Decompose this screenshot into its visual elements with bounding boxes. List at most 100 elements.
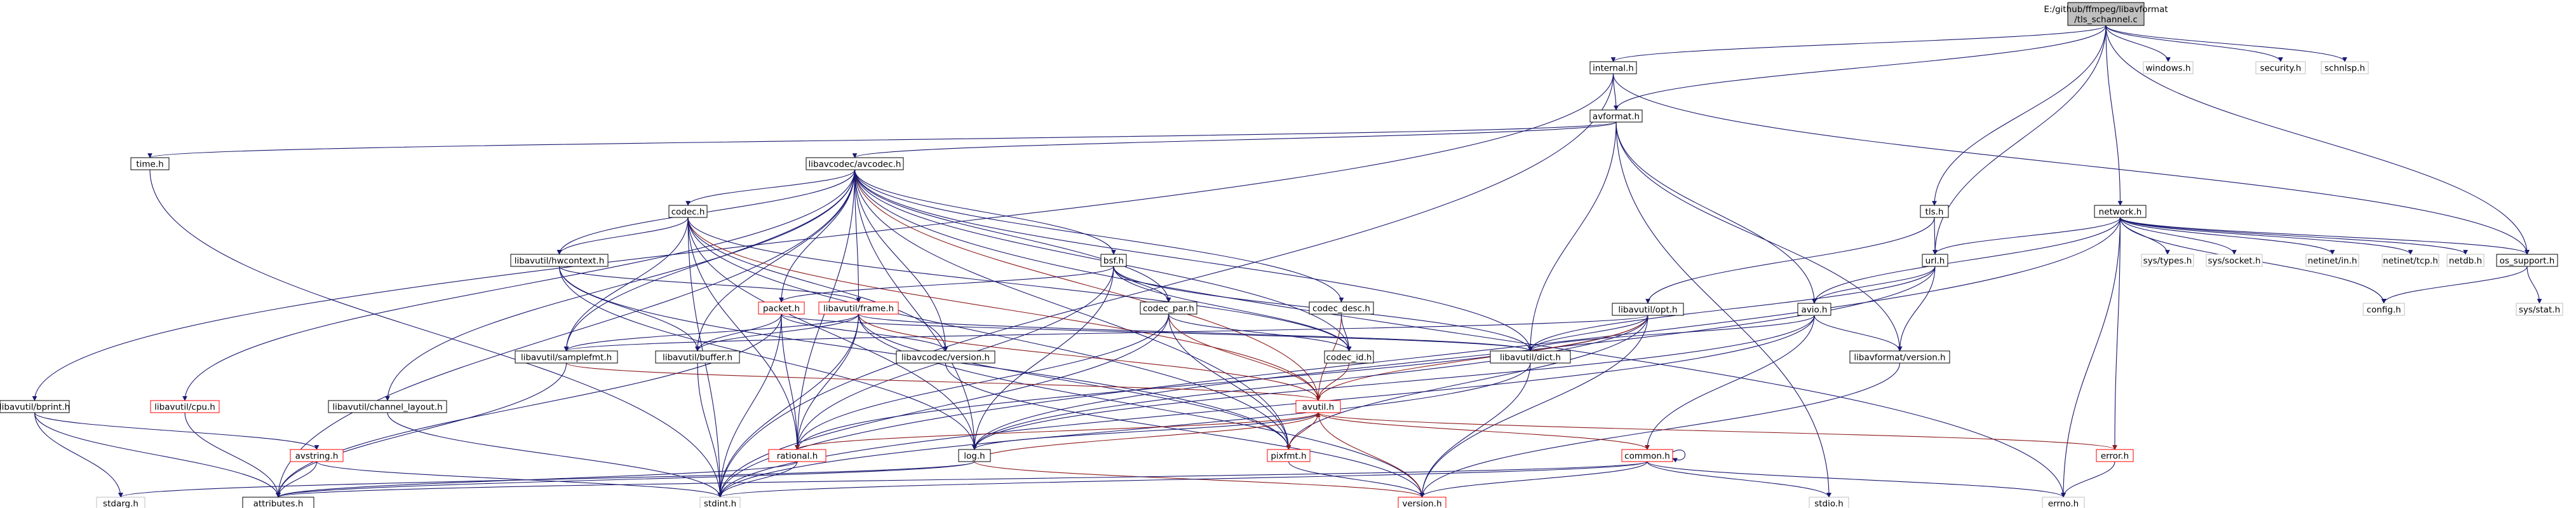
edge-root-to-internal_h	[1610, 25, 2107, 62]
node-sys-socket-h: sys/socket.h	[2206, 254, 2263, 267]
node-label: sys/socket.h	[2208, 256, 2260, 266]
node-bsf-h[interactable]: bsf.h	[1100, 254, 1127, 267]
node-buffer-h[interactable]: libavutil/buffer.h	[655, 350, 740, 364]
node-codec-h[interactable]: codec.h	[668, 205, 708, 218]
edge-samplefmt_h-to-attributes_h	[276, 362, 567, 498]
node-label: config.h	[2366, 305, 2401, 315]
edge-log_h-to-attributes_h	[276, 461, 975, 498]
edge-network_h-to-error_h	[2112, 217, 2121, 450]
edge-opt_h-to-dict_h	[1528, 315, 1649, 352]
node-opt-h[interactable]: libavutil/opt.h	[1612, 303, 1684, 316]
edge-avcodec_h-to-channel_layout_h	[385, 169, 856, 401]
edge-codec_h-to-rational_h	[687, 217, 800, 450]
edge-opt_h-to-log_h	[972, 315, 1649, 450]
edge-avcodec_h-to-pixfmt_h	[854, 169, 1291, 450]
node-label: avstring.h	[295, 451, 339, 462]
node-log-h[interactable]: log.h	[958, 449, 991, 462]
node-avutil-h[interactable]: avutil.h	[1295, 400, 1341, 413]
node-lavc-version-h[interactable]: libavcodec/version.h	[896, 350, 995, 364]
node-label: codec_par.h	[1143, 304, 1194, 314]
edge-codec_h-to-lavc_version_h	[687, 217, 948, 352]
node-channel-layout-h[interactable]: libavutil/channel_layout.h	[328, 400, 447, 413]
node-common-h[interactable]: common.h	[1621, 449, 1673, 462]
node-label: stdio.h	[1814, 499, 1844, 508]
node-label: sys/types.h	[2143, 256, 2192, 266]
node-time-h[interactable]: time.h	[130, 157, 170, 170]
node-root[interactable]: E:/github/ffmpeg/libavformat/tls_schanne…	[2044, 2, 2168, 26]
node-rational-h[interactable]: rational.h	[768, 449, 826, 462]
edge-avutil_h-to-version_h	[1318, 412, 1425, 498]
edge-avcodec_h-to-buffer_h	[695, 169, 856, 352]
node-label: libavutil/buffer.h	[663, 353, 732, 363]
node-cpu-h[interactable]: libavutil/cpu.h	[150, 400, 220, 413]
node-box	[2496, 254, 2558, 267]
edge-codec_id_h-to-avutil_h	[1316, 362, 1350, 401]
edge-bprint_h-to-avstring_h	[34, 412, 320, 450]
node-box	[2382, 254, 2439, 267]
node-avcodec-h[interactable]: libavcodec/avcodec.h	[806, 157, 904, 170]
node-packet-h[interactable]: packet.h	[758, 301, 805, 315]
node-codec-par-h[interactable]: codec_par.h	[1140, 301, 1197, 315]
edge-avcodec_h-to-codec_desc_h	[854, 169, 1344, 303]
node-box	[1589, 61, 1637, 74]
node-network-h[interactable]: network.h	[2094, 205, 2147, 218]
node-sys-types-h: sys/types.h	[2141, 254, 2194, 267]
edge-cpu_h-to-attributes_h	[184, 412, 281, 498]
node-label: E:/github/ffmpeg/libavformat	[2044, 4, 2168, 15]
node-avio-h[interactable]: avio.h	[1797, 303, 1831, 316]
node-box	[896, 350, 995, 364]
node-hwcontext-h[interactable]: libavutil/hwcontext.h	[510, 254, 609, 267]
node-samplefmt-h[interactable]: libavutil/samplefmt.h	[515, 350, 618, 364]
edge-avcodec_h-to-cpu_h	[182, 169, 856, 401]
node-config-h: config.h	[2363, 303, 2405, 316]
node-codec-desc-h[interactable]: codec_desc.h	[1309, 301, 1374, 315]
edge-avformat_h-to-avcodec_h	[852, 121, 1617, 158]
node-label: libavcodec/avcodec.h	[809, 160, 901, 170]
edge-codec_par_h-to-avutil_h	[1168, 313, 1321, 401]
edge-opt_h-to-samplefmt_h	[564, 315, 1649, 352]
node-os-support-h[interactable]: os_support.h	[2496, 254, 2558, 267]
node-label: avutil.h	[1302, 402, 1334, 413]
node-internal-h[interactable]: internal.h	[1589, 61, 1637, 74]
node-url-h[interactable]: url.h	[1922, 254, 1948, 267]
edge-root-to-schnlsp_h	[2105, 25, 2347, 62]
node-label: netinet/in.h	[2308, 256, 2357, 266]
node-lavf-version-h[interactable]: libavformat/version.h	[1849, 350, 1950, 364]
edge-avutil_h-to-pixfmt_h	[1286, 412, 1319, 450]
node-label: bsf.h	[1103, 256, 1124, 266]
edge-avformat_h-to-dict_h	[1528, 121, 1617, 352]
node-label: windows.h	[2145, 64, 2190, 74]
node-label: security.h	[2260, 64, 2302, 74]
dependency-edges	[32, 25, 2542, 498]
node-attributes-h[interactable]: attributes.h	[242, 497, 314, 508]
node-box	[515, 350, 618, 364]
node-box	[668, 205, 708, 218]
node-codec-id-h[interactable]: codec_id.h	[1324, 350, 1374, 364]
node-label: netdb.h	[2449, 256, 2482, 266]
node-netinet-in-h: netinet/in.h	[2305, 254, 2359, 267]
edge-avstring_h-to-stdint_h	[316, 461, 723, 498]
edge-hwcontext_h-to-log_h	[558, 266, 977, 450]
node-box	[96, 497, 145, 508]
node-label: libavcodec/version.h	[901, 353, 990, 363]
node-avformat-h[interactable]: avformat.h	[1589, 109, 1643, 123]
edge-log_h-to-avutil_h	[974, 412, 1321, 462]
node-bprint-h[interactable]: libavutil/bprint.h	[0, 400, 70, 413]
edge-avcodec_h-to-codec_h	[685, 169, 856, 206]
edge-tls_h-to-url_h	[1932, 217, 1938, 255]
node-dict-h[interactable]: libavutil/dict.h	[1490, 350, 1571, 364]
node-pixfmt-h[interactable]: pixfmt.h	[1267, 449, 1311, 462]
node-avstring-h[interactable]: avstring.h	[290, 449, 344, 462]
node-box	[1267, 449, 1311, 462]
node-box	[1809, 497, 1849, 508]
node-frame-h[interactable]: libavutil/frame.h	[818, 301, 899, 315]
edge-network_h-to-sys_types_h	[2119, 217, 2170, 255]
node-tls-h[interactable]: tls.h	[1920, 205, 1949, 218]
node-version-h[interactable]: version.h	[1398, 497, 1446, 508]
edge-avcodec_h-to-attributes_h	[276, 169, 856, 498]
node-box	[2094, 205, 2147, 218]
node-box	[758, 301, 805, 315]
edge-opt_h-to-version_h	[1419, 315, 1649, 498]
node-error-h[interactable]: error.h	[2096, 449, 2134, 462]
edge-samplefmt_h-to-avutil_h	[565, 362, 1321, 401]
